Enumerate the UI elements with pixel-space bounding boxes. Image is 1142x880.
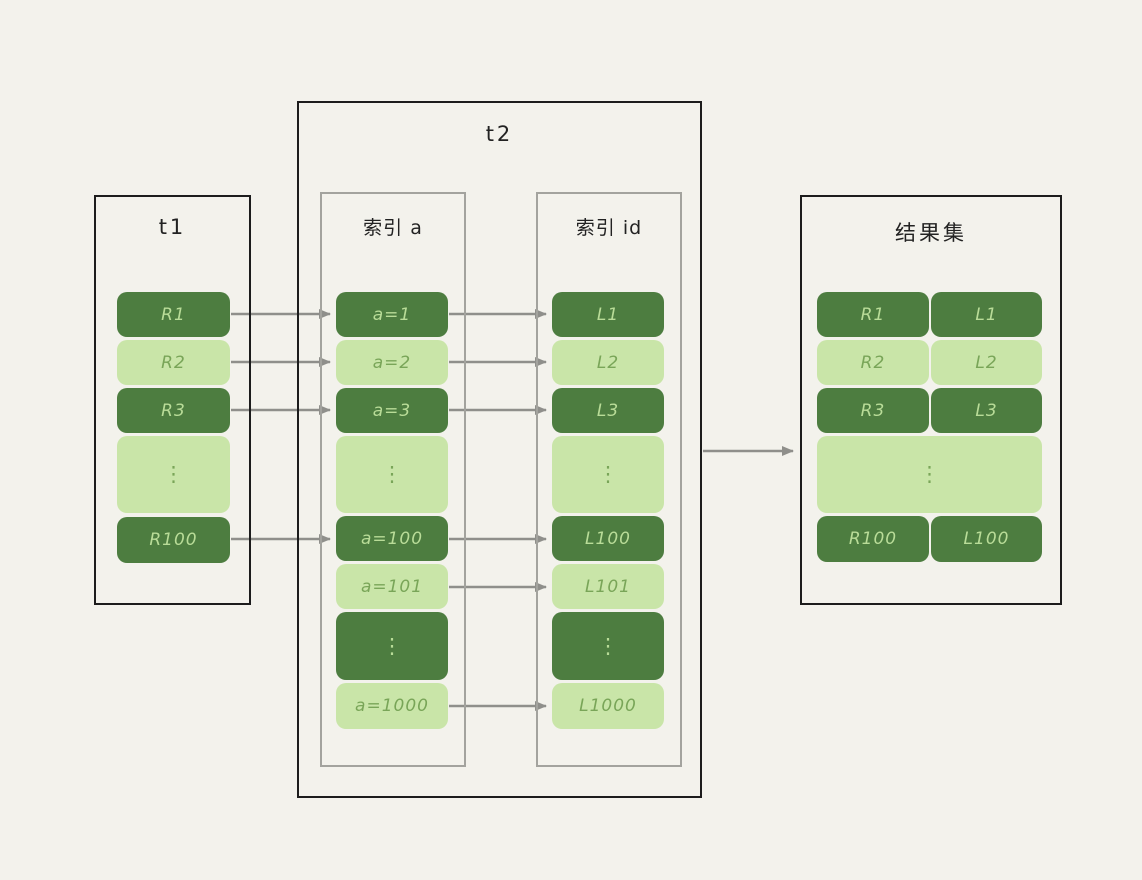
result-row-1-right: L1 xyxy=(931,292,1042,337)
result-row-100-left-label: R100 xyxy=(848,529,898,549)
index-id-row-ellipsis-1: ⋮ xyxy=(552,436,664,513)
t1-row-r3-label: R3 xyxy=(161,400,186,421)
index-id-row-ellipsis-2: ⋮ xyxy=(552,612,664,680)
t1-row-r1: R1 xyxy=(117,292,230,337)
table-t2-box: t2 索引 a a=1 a=2 a=3 ⋮ a=100 a=101 ⋮ a=10… xyxy=(297,101,702,798)
result-row-2-left-label: R2 xyxy=(860,352,886,373)
index-a-ellipsis-1-glyph: ⋮ xyxy=(381,462,403,486)
result-row-3-right-label: L3 xyxy=(975,400,998,421)
index-a-row-1000: a=1000 xyxy=(336,683,448,729)
result-row-3-left-label: R3 xyxy=(860,400,886,421)
result-row-1-left: R1 xyxy=(817,292,929,337)
result-row-100-right: L100 xyxy=(931,516,1042,562)
index-a-row-1: a=1 xyxy=(336,292,448,337)
result-row-100-right-label: L100 xyxy=(963,529,1010,549)
index-id-row-100-label: L100 xyxy=(585,528,631,549)
result-row-3-right: L3 xyxy=(931,388,1042,433)
result-row-1-left-label: R1 xyxy=(860,304,886,325)
index-a-row-2-label: a=2 xyxy=(372,352,412,373)
result-row-2-left: R2 xyxy=(817,340,929,385)
index-a-row-100-label: a=100 xyxy=(360,528,424,549)
result-row-100-left: R100 xyxy=(817,516,929,562)
table-t1-title: t1 xyxy=(158,215,187,239)
t1-row-r1-label: R1 xyxy=(161,304,186,325)
t1-row-ellipsis: ⋮ xyxy=(117,436,230,513)
index-id-row-1000: L1000 xyxy=(552,683,664,729)
index-a-box: 索引 a a=1 a=2 a=3 ⋮ a=100 a=101 ⋮ a=1000 xyxy=(320,192,466,767)
index-a-row-3-label: a=3 xyxy=(372,400,412,421)
t1-row-r2: R2 xyxy=(117,340,230,385)
index-id-ellipsis-1-glyph: ⋮ xyxy=(597,462,619,486)
index-id-row-2-label: L2 xyxy=(596,352,620,373)
result-row-3-left: R3 xyxy=(817,388,929,433)
result-row-2-right: L2 xyxy=(931,340,1042,385)
index-a-row-101-label: a=101 xyxy=(360,576,424,597)
t1-row-r3: R3 xyxy=(117,388,230,433)
table-t2-title: t2 xyxy=(485,122,514,146)
index-id-row-3: L3 xyxy=(552,388,664,433)
t1-row-r100-label: R100 xyxy=(149,530,198,550)
index-a-row-2: a=2 xyxy=(336,340,448,385)
result-set-box: 结果集 R1 L1 R2 L2 R3 L3 ⋮ R100 L100 xyxy=(800,195,1062,605)
index-id-row-1000-label: L1000 xyxy=(579,696,637,716)
index-a-row-101: a=101 xyxy=(336,564,448,609)
index-id-box: 索引 id L1 L2 L3 ⋮ L100 L101 ⋮ L1000 xyxy=(536,192,682,767)
result-ellipsis-glyph: ⋮ xyxy=(919,462,940,486)
index-id-row-101-label: L101 xyxy=(585,576,631,597)
index-a-row-1-label: a=1 xyxy=(372,304,412,325)
index-id-row-1: L1 xyxy=(552,292,664,337)
index-id-row-101: L101 xyxy=(552,564,664,609)
index-a-title: 索引 a xyxy=(363,217,423,239)
t1-ellipsis-glyph: ⋮ xyxy=(163,462,184,486)
index-a-row-3: a=3 xyxy=(336,388,448,433)
result-row-1-right-label: L1 xyxy=(975,304,998,325)
result-set-title: 结果集 xyxy=(895,221,967,245)
index-a-row-ellipsis-2: ⋮ xyxy=(336,612,448,680)
table-t1-box: t1 R1 R2 R3 ⋮ R100 xyxy=(94,195,251,605)
index-id-row-100: L100 xyxy=(552,516,664,561)
result-row-2-right-label: L2 xyxy=(975,352,998,373)
index-a-ellipsis-2-glyph: ⋮ xyxy=(381,633,403,658)
t1-row-r100: R100 xyxy=(117,517,230,563)
index-id-ellipsis-2-glyph: ⋮ xyxy=(597,633,619,658)
index-a-row-1000-label: a=1000 xyxy=(355,696,429,716)
index-a-row-ellipsis-1: ⋮ xyxy=(336,436,448,513)
index-id-row-3-label: L3 xyxy=(596,400,620,421)
index-id-title: 索引 id xyxy=(575,217,643,239)
result-row-ellipsis: ⋮ xyxy=(817,436,1042,513)
index-id-row-1-label: L1 xyxy=(596,304,620,325)
t1-row-r2-label: R2 xyxy=(161,352,186,373)
index-a-row-100: a=100 xyxy=(336,516,448,561)
index-id-row-2: L2 xyxy=(552,340,664,385)
